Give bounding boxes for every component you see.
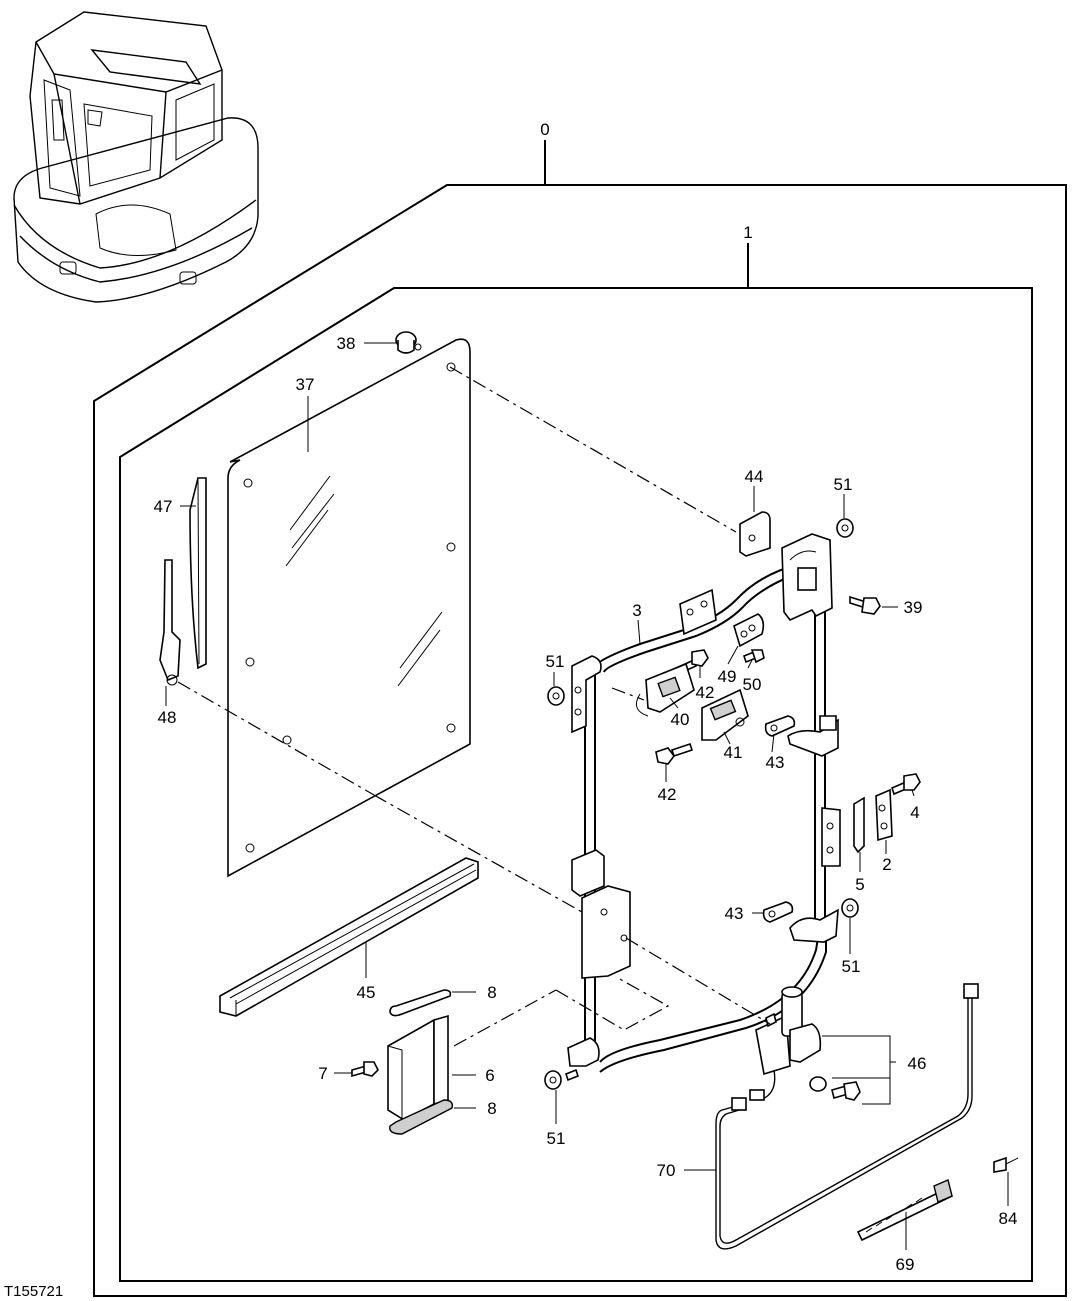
callout-8-upper: 8 <box>487 983 496 1002</box>
glass-panel-37 <box>227 338 471 878</box>
wire-harness-70 <box>715 983 979 1250</box>
callout-5: 5 <box>855 875 864 894</box>
assembly-outline-0 <box>93 140 1067 1297</box>
callout-43-upper: 43 <box>766 753 785 772</box>
clip-84 <box>993 1156 1019 1173</box>
callout-51-bottom: 51 <box>547 1129 566 1148</box>
callout-47: 47 <box>154 497 173 516</box>
latch-40 <box>635 662 695 717</box>
striker-5 <box>853 796 865 854</box>
callout-84: 84 <box>999 1209 1018 1228</box>
striker-2 <box>875 788 893 842</box>
callout-43-lower: 43 <box>725 904 744 923</box>
knob-38 <box>395 331 422 354</box>
callout-42-upper: 42 <box>696 683 715 702</box>
tab-43-upper <box>764 715 796 737</box>
callout-1: 1 <box>743 223 752 242</box>
trim-8-upper <box>389 989 452 1017</box>
cab-overview-illustration <box>13 11 259 303</box>
callout-51-left: 51 <box>546 652 565 671</box>
screw-50 <box>743 649 765 664</box>
callout-49: 49 <box>718 667 737 686</box>
cable-tie-69 <box>856 1179 954 1242</box>
door-frame <box>567 533 841 1073</box>
callout-labels: 0 1 2 3 4 5 6 7 8 8 37 38 39 40 41 42 42… <box>154 120 1018 1274</box>
callout-51-right: 51 <box>842 957 861 976</box>
wiper-blade-47 <box>189 477 207 670</box>
callout-48: 48 <box>158 708 177 727</box>
callout-39: 39 <box>904 598 923 617</box>
actuator-46 <box>755 986 861 1101</box>
washer-51-right <box>841 898 859 918</box>
washer-51-left <box>547 686 565 706</box>
callout-7: 7 <box>318 1064 327 1083</box>
callout-51-top: 51 <box>834 475 853 494</box>
bolt-42-lower <box>655 742 694 765</box>
callout-46: 46 <box>908 1054 927 1073</box>
callout-0: 0 <box>540 120 549 139</box>
bracket-49 <box>733 613 765 648</box>
callout-40: 40 <box>671 710 690 729</box>
callout-69: 69 <box>896 1255 915 1274</box>
callout-50: 50 <box>743 675 762 694</box>
washer-51-top <box>836 518 854 538</box>
callout-38: 38 <box>337 334 356 353</box>
screw-7 <box>351 1061 379 1078</box>
bolt-39 <box>849 595 881 615</box>
callout-4: 4 <box>910 803 919 822</box>
bolt-51-bottom-stud <box>565 1068 579 1082</box>
wiper-arm-48 <box>159 559 181 686</box>
trim-8-lower <box>389 1099 454 1135</box>
callout-41: 41 <box>724 743 743 762</box>
callout-6: 6 <box>485 1066 494 1085</box>
callout-3: 3 <box>632 601 641 620</box>
washer-51-bottom <box>544 1070 562 1090</box>
tab-43-lower <box>762 901 794 923</box>
callout-2: 2 <box>882 855 891 874</box>
callout-37: 37 <box>296 375 315 394</box>
bolt-4 <box>891 773 921 796</box>
assembly-outline-1 <box>119 243 1033 1282</box>
figure-code: T155721 <box>4 1283 63 1300</box>
latch-41 <box>701 688 749 741</box>
callout-44: 44 <box>745 467 764 486</box>
alignment-lines <box>177 366 771 1047</box>
callout-45: 45 <box>357 983 376 1002</box>
leader-lines <box>165 342 1009 1250</box>
seal-strip-45 <box>219 857 479 1017</box>
plate-44 <box>739 511 771 557</box>
callout-42-lower: 42 <box>658 785 677 804</box>
callout-70: 70 <box>657 1161 676 1180</box>
callout-8-lower: 8 <box>487 1099 496 1118</box>
